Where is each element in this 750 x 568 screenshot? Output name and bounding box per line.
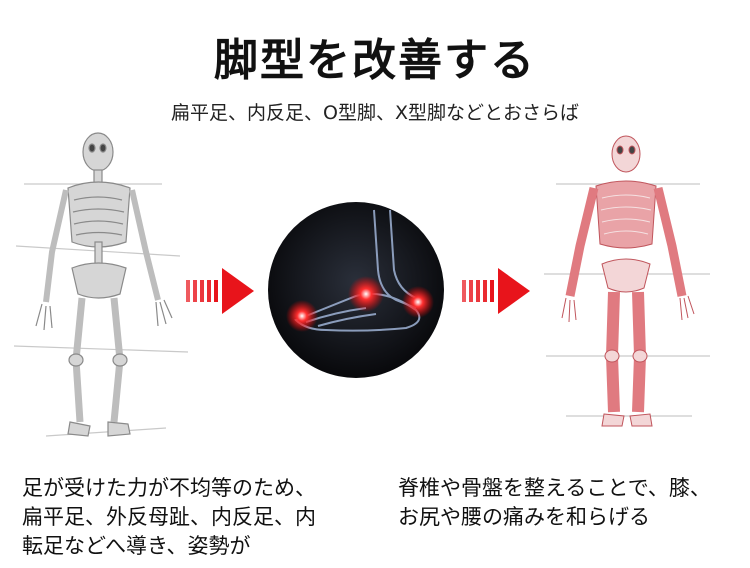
page-subtitle: 扁平足、内反足、O型脚、X型脚などとおさらば <box>171 102 579 124</box>
right-caption: 脊椎や骨盤を整えることで、膝、 お尻や腰の痛みを和らげる <box>398 474 728 532</box>
left-caption-line: 足が受けた力が不均等のため、 <box>22 476 316 500</box>
right-caption-line: 脊椎や骨盤を整えることで、膝、 <box>398 476 711 500</box>
right-skeleton-illustration <box>544 135 710 427</box>
arrow-right-icon <box>186 268 254 314</box>
left-skeleton-illustration <box>13 132 189 437</box>
left-caption-line: 転足などへ導き、姿勢が <box>22 534 251 558</box>
left-caption-line: 扁平足、外反母趾、内反足、内 <box>22 505 316 529</box>
right-caption-line: お尻や腰の痛みを和らげる <box>398 505 650 529</box>
left-caption: 足が受けた力が不均等のため、 扁平足、外反母趾、内反足、内 転足などへ導き、姿勢… <box>22 474 362 561</box>
page-title: 脚型を改善する <box>214 35 536 86</box>
arrow-right-icon <box>462 268 530 314</box>
foot-pain-illustration <box>268 202 444 378</box>
